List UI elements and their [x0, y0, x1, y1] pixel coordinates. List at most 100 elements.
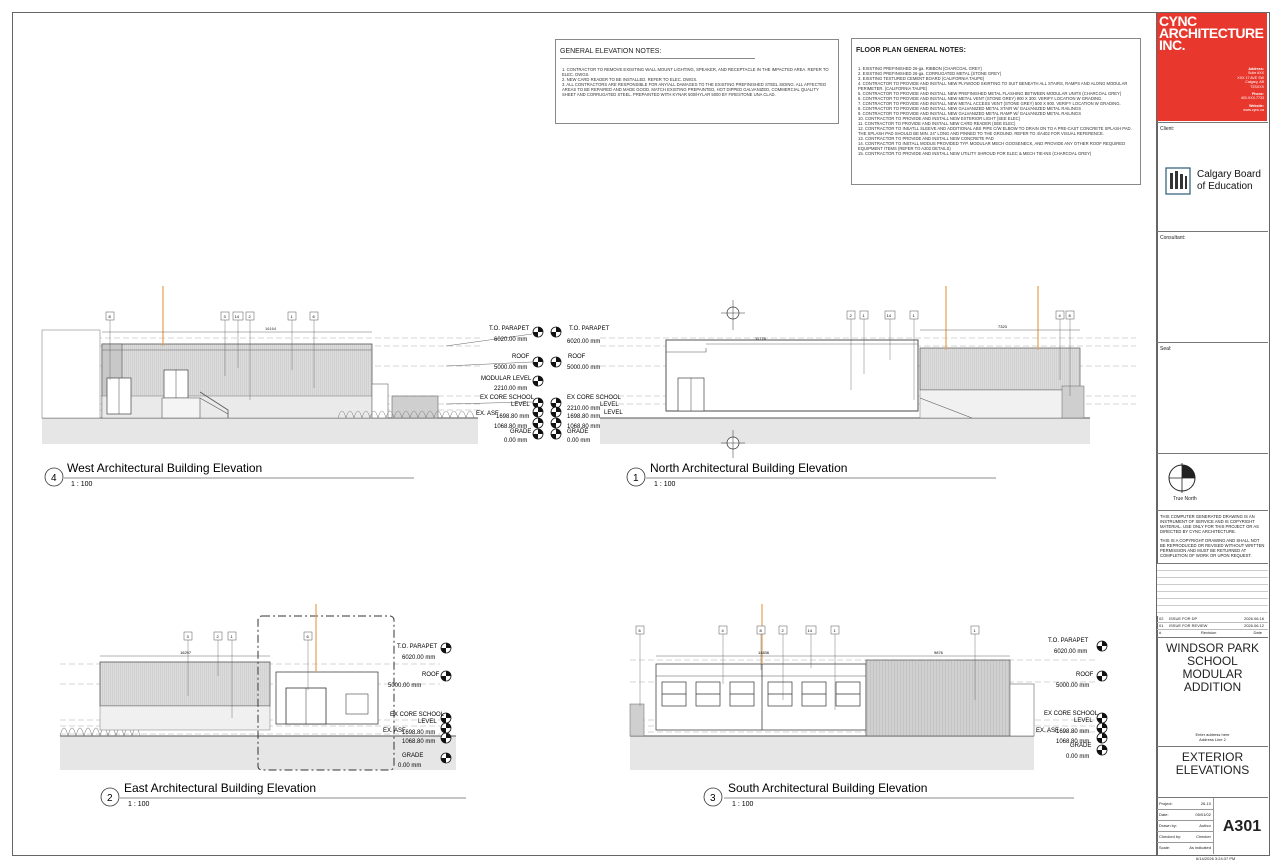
level-parapet-value: 6020.00 mm [1054, 649, 1087, 655]
level-excore: EX CORE SCHOOL [480, 395, 535, 401]
level-excore-sub: LEVEL [511, 402, 530, 408]
level-parapet-value: 6020.00 mm [402, 655, 435, 661]
revision-row: 02 ISSUE FOR DP 2026.06.16 [1157, 616, 1268, 623]
west-elevation: 16164 8 3 14 2 1 6 [41, 286, 480, 444]
sheet-number: A301 [1222, 818, 1262, 835]
revisions-cell [1157, 563, 1268, 636]
dim-south-top: 14836 [758, 650, 770, 655]
tag-label: 1 [231, 634, 234, 639]
dim-east-top: 16297 [180, 650, 192, 655]
field-row: Scale: As indicated [1159, 845, 1211, 850]
field-row: Project: 26-10 [1157, 798, 1213, 810]
level-excore-sub: LEVEL [418, 719, 437, 725]
south-tags: 6 4 8 2 14 1 1 [635, 625, 980, 710]
center-level-markers: T.O. PARAPET 6020.00 mm ROOF 5000.00 mm … [445, 326, 623, 444]
tag-label: 6 [307, 634, 310, 639]
level-parapet: T.O. PARAPET [569, 326, 610, 332]
level-1068-value: 1068.80 mm [402, 739, 435, 745]
level-grade-value: 0.00 mm [1066, 754, 1089, 760]
note-item: 1. EXISTING PREFINISHED 26-ga. RIBBON (C… [858, 66, 982, 71]
level-excore-value: 2210.00 mm [567, 406, 600, 412]
view-title-east: 2 East Architectural Building Elevation … [100, 781, 466, 808]
level-1068-value: 1068.80 mm [494, 424, 527, 430]
level-grade: GRADE [1070, 743, 1091, 749]
seal-cell: Seal: [1157, 342, 1268, 453]
level-grade-value: 0.00 mm [398, 763, 421, 769]
level-roof: ROOF [512, 354, 530, 360]
note-item: 5. CONTRACTOR TO PROVIDE AND INSTALL NEW… [858, 91, 1122, 96]
tag-label: 3 [187, 634, 190, 639]
level-excore: EX CORE SCHOOL [567, 395, 622, 401]
level-exasf: EX. ASF [476, 411, 499, 417]
level-modular: MODULAR LEVEL [481, 376, 532, 382]
project-name: WINDSOR PARK SCHOOL MODULAR ADDITION [1165, 641, 1260, 694]
title-block [1156, 12, 1270, 856]
tag-label: 2 [850, 313, 853, 318]
view-title: West Architectural Building Elevation [67, 461, 262, 475]
tag-label: 4 [1059, 313, 1062, 318]
view-scale: 1 : 100 [654, 481, 676, 488]
project-fields-cell: Project: 26-10 Date: 05/01/02 Drawn by: … [1157, 797, 1268, 855]
project-address-line2: Address Line 2 [1199, 737, 1226, 742]
level-exasf: EX. ASF [1036, 728, 1059, 734]
dim-west-top: 16164 [265, 326, 277, 331]
cbe-logo-icon [1165, 167, 1191, 195]
field-divider [1213, 798, 1214, 854]
consultant-label: Consultant: [1160, 235, 1186, 241]
general-elevation-notes: GENERAL ELEVATION NOTES: 1. CONTRACTOR T… [555, 39, 839, 124]
west-tags: 8 3 14 2 1 6 [105, 311, 319, 400]
level-excore: EX CORE SCHOOL [1044, 711, 1099, 717]
tag-label: 8 [109, 314, 112, 319]
general-notes-list: 1. CONTRACTOR TO REMOVE EXISITING WALL M… [562, 67, 832, 97]
view-number: 1 [633, 473, 639, 484]
note-item: 3. EXISTING TEXTURED CEMENT BOARD (CALIF… [858, 76, 985, 81]
revision-grid [1157, 564, 1268, 616]
tag-label: 6 [313, 314, 316, 319]
level-excore-sub: LEVEL [604, 410, 623, 416]
revision-row: 01 ISSUE FOR REVIEW 2026.06.12 [1157, 623, 1268, 630]
view-scale: 1 : 100 [732, 801, 754, 808]
view-title-south: 3 South Architectural Building Elevation… [703, 781, 1074, 808]
note-item: 6. CONTRACTOR TO PROVIDE AND INSTALL NEW… [858, 96, 1103, 101]
tag-label: 4 [722, 628, 725, 633]
level-1068-value: 1068.80 mm [1056, 739, 1089, 745]
level-parapet-value: 6020.00 mm [567, 339, 600, 345]
level-roof-value: 5000.00 mm [494, 365, 527, 371]
project-name-cell: WINDSOR PARK SCHOOL MODULAR ADDITION Ent… [1157, 637, 1268, 746]
note-item: 10. CONTRACTOR TO PROVIDE AND INSTALL NE… [858, 116, 1021, 121]
note-item: 7. CONTRACTOR TO PROVIDE AND INSTALL NEW… [858, 101, 1121, 106]
firm-contact: Address: Suite #XX XXX 17 AVE SW Calgary… [1237, 67, 1264, 113]
dim-north-top: 11776 [755, 336, 767, 341]
note-item: 2. NEW CARD READER TO BE INSTALLED. REFE… [562, 77, 698, 82]
level-excore-sub: LEVEL [600, 402, 619, 408]
general-notes-underline [560, 58, 755, 59]
view-title: North Architectural Building Elevation [650, 461, 847, 475]
level-parapet: T.O. PARAPET [489, 326, 530, 332]
view-title-west: 4 West Architectural Building Elevation … [44, 461, 414, 488]
general-notes-title: GENERAL ELEVATION NOTES: [560, 48, 662, 55]
note-item: 15. CONTRACTOR TO PROVIDE AND INSTALL NE… [858, 151, 1092, 156]
level-excore-sub: LEVEL [1074, 718, 1093, 724]
note-item: 2. EXISTING PREFINISHED 26-ga. CORRUGATE… [858, 71, 1002, 76]
tag-label: 6 [639, 628, 642, 633]
tag-label: 3 [224, 314, 227, 319]
level-roof: ROOF [422, 672, 440, 678]
tag-label: 1 [913, 313, 916, 318]
tag-label: 1 [974, 628, 977, 633]
note-item: 3. ALL CONTRACTORS ARE RESPONSIBLE FOR A… [562, 82, 827, 97]
note-item: 9. CONTRACTOR TO PROVIDE AND INSTALL NEW… [858, 111, 1081, 116]
level-roof-value: 5000.00 mm [1056, 683, 1089, 689]
view-title-north: 1 North Architectural Building Elevation… [626, 461, 996, 488]
view-scale: 1 : 100 [71, 481, 93, 488]
view-title: East Architectural Building Elevation [124, 781, 316, 795]
plot-timestamp: 6/14/2026 3:24:37 PM [1196, 856, 1236, 861]
level-grade: GRADE [567, 429, 588, 435]
firm-name: CYNC ARCHITECTURE INC. [1159, 13, 1264, 53]
north-tags: 2 1 14 1 4 8 [846, 310, 1075, 400]
level-roof-value: 5000.00 mm [388, 683, 421, 689]
level-parapet-value: 6020.00 mm [494, 337, 527, 343]
north-label: True North [1173, 496, 1197, 502]
dim-south-right: 9876 [934, 650, 944, 655]
tag-label: 14 [235, 314, 240, 319]
client-cell: Client: Calgary Board of Education [1157, 122, 1268, 231]
